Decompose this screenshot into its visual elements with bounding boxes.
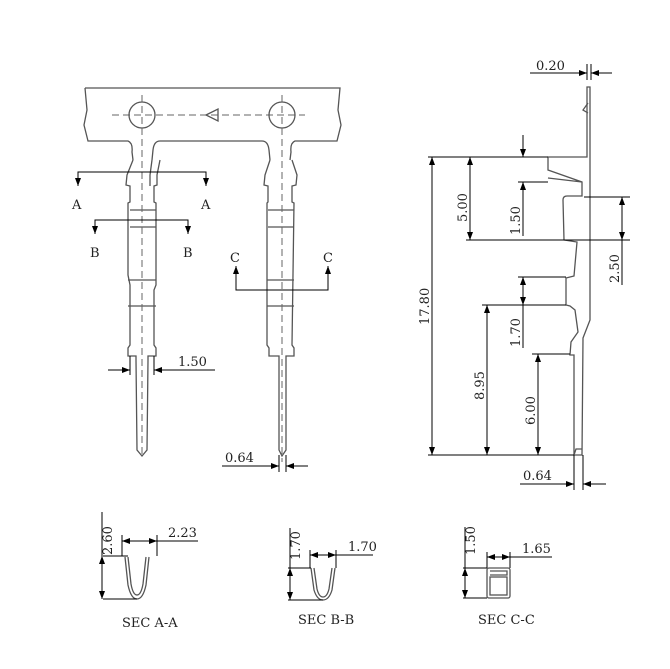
section-a-label: SEC A-A: [122, 616, 178, 631]
section-line-b: [92, 219, 191, 234]
dim-strip-thickness: 0.20: [536, 59, 565, 74]
section-mark-b: B: [183, 246, 193, 261]
dim-section-a-width: 2.23: [168, 526, 197, 541]
dim-section-a-height: 2.60: [101, 526, 116, 555]
dim-pin-width: 0.64: [225, 451, 254, 466]
section-mark-a: A: [200, 198, 211, 213]
dim-crimp-length: 5.00: [456, 193, 471, 222]
section-mark-c: C: [230, 251, 240, 266]
section-mark-c: C: [323, 251, 333, 266]
section-mark-a: A: [71, 198, 82, 213]
section-mark-b: B: [90, 246, 100, 261]
dim-wire-barrel: 2.50: [608, 254, 623, 283]
front-view: A A B B C C 1.50 0.64: [71, 87, 342, 472]
dim-pin-length: 6.00: [524, 396, 539, 425]
dim-pin-thickness: 0.64: [523, 469, 552, 484]
section-line-a: [75, 171, 209, 186]
dim-section-c-height: 1.50: [464, 526, 479, 555]
dim-section-c-width: 1.65: [522, 542, 551, 557]
dim-insulation-step: 1.50: [509, 206, 524, 235]
dim-pin-shoulder-width: 1.50: [178, 355, 207, 370]
section-a-a: 2.60 2.23 SEC A-A: [99, 512, 198, 631]
terminal-profile: [547, 86, 591, 456]
carrier-strip: [83, 87, 342, 161]
dim-overall-length: 17.80: [418, 288, 433, 325]
feed-direction-arrow-icon: [204, 107, 219, 123]
section-c-c: 1.50 1.65 SEC C-C: [462, 526, 552, 628]
dim-contact-step: 1.70: [509, 318, 524, 347]
section-line-c: [233, 266, 331, 291]
dim-contact-length: 8.95: [473, 371, 488, 400]
section-b-b: 1.70 1.70 SEC B-B: [287, 528, 377, 628]
side-view: 0.20 17.80 5.00 1.50 2.50 1.70 8.95 6: [418, 59, 630, 490]
terminal-right: [263, 159, 298, 458]
dim-section-b-width: 1.70: [348, 540, 377, 555]
dim-section-b-height: 1.70: [289, 531, 304, 560]
section-c-label: SEC C-C: [478, 613, 535, 628]
terminal-left: [125, 159, 161, 458]
section-b-label: SEC B-B: [298, 613, 354, 628]
